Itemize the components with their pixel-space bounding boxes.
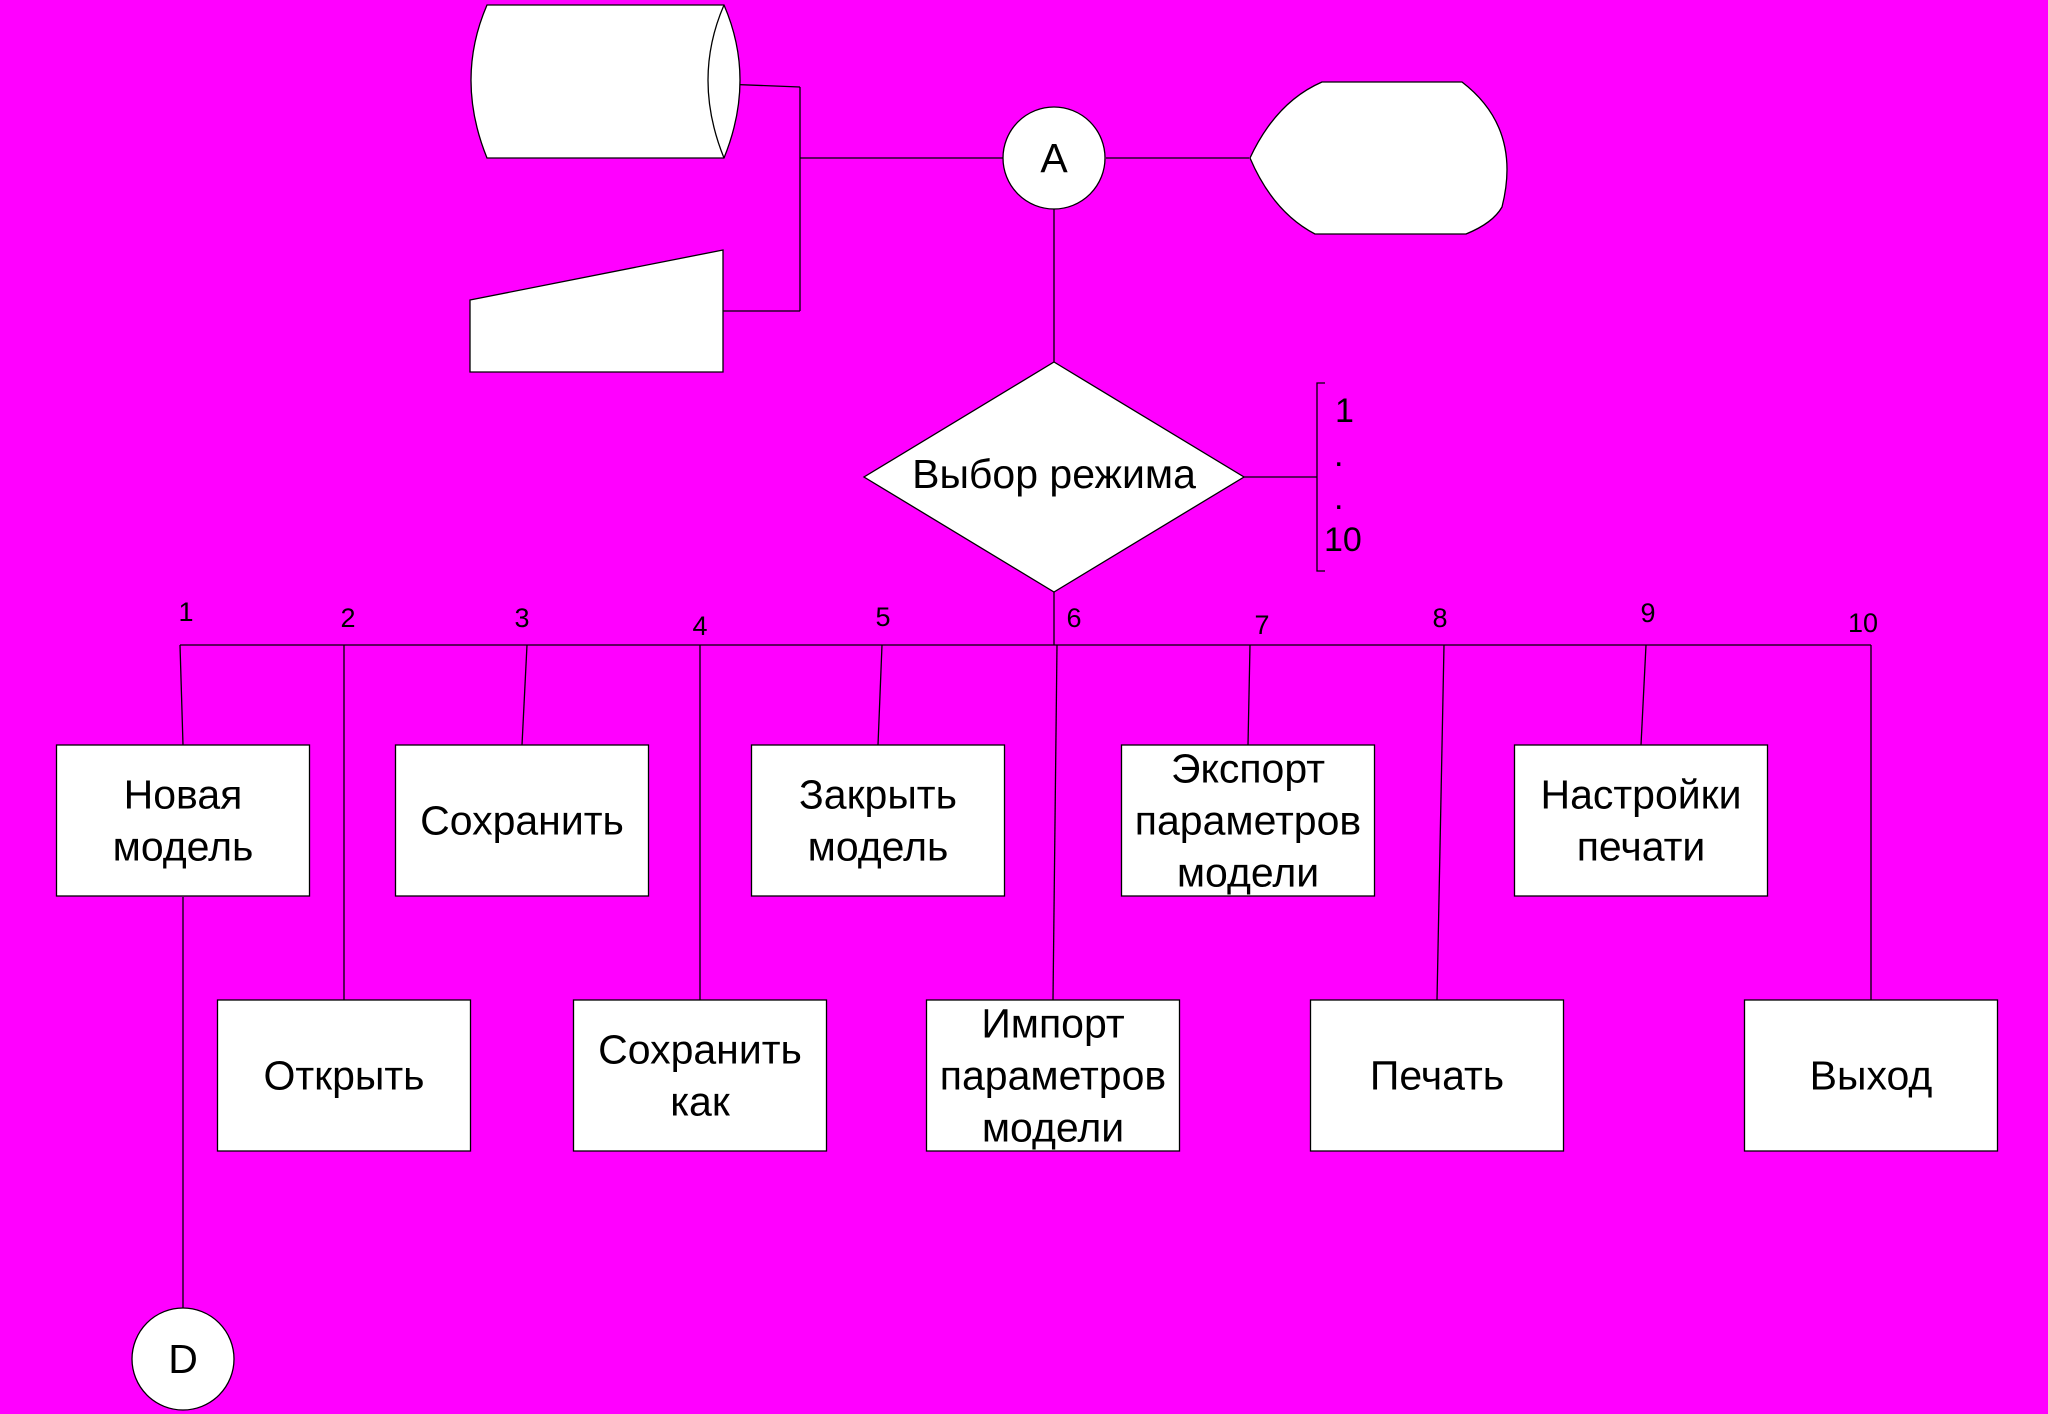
decision-label: Выбор режима [912,451,1196,497]
branch-connector-line [1247,644,1251,746]
connector-d: D [131,1307,235,1411]
range-dot-2: . [1334,479,1343,517]
stored-data-cylinder-shape [470,4,741,159]
range-dot-1: . [1334,436,1343,474]
connector-a-circle [1002,106,1106,210]
process-label-line: Сохранить [420,798,624,844]
process-label-line: Печать [1370,1053,1504,1099]
branch-number: 5 [875,602,890,632]
branch-connector-line [877,644,883,746]
process-box [1309,999,1565,1152]
process-label-line: как [670,1079,731,1125]
manual-input-shape [469,249,724,373]
branch-connector-line [1052,644,1058,1001]
branch-number: 1 [178,597,193,627]
process-label-line: модели [982,1105,1124,1151]
process-label-line: Выход [1810,1053,1933,1099]
connector-a-label: A [1040,135,1068,181]
branch-number: 3 [514,603,529,633]
process-box [394,744,650,897]
branch-number: 8 [1432,603,1447,633]
range-bracket [1316,382,1325,572]
branch-connector-line [521,644,528,746]
branch-number: 4 [692,611,707,641]
branch-number: 2 [340,603,355,633]
process-label-line: модель [808,824,949,870]
branch-connector-line [1436,644,1445,1001]
branch-connector-line [1640,644,1647,746]
branch-number: 6 [1066,603,1081,633]
connector-d-circle [131,1307,235,1411]
branch-number: 10 [1848,608,1878,638]
process-box [1743,999,1999,1152]
process-box [216,999,472,1152]
connector-a: A [1002,106,1106,210]
branch-number: 9 [1640,598,1655,628]
process-box [1513,744,1769,897]
process-label-line: параметров [940,1053,1166,1099]
range-first: 1 [1335,392,1354,430]
process-box [925,999,1181,1152]
branch-group: 1Новаямодель2Открыть3Сохранить4Сохранить… [55,597,1999,1152]
process-label-line: модель [113,824,254,870]
process-label-line: Экспорт [1171,746,1325,792]
branch-connector-line [179,644,184,746]
process-label-line: Открыть [263,1053,424,1099]
display-shape [1249,81,1508,235]
process-label-line: Сохранить [598,1027,802,1073]
process-label-line: Новая [124,772,243,818]
process-label-line: Закрыть [799,772,957,818]
process-label-line: модели [1177,850,1319,896]
process-box [572,999,828,1152]
process-box [1120,744,1376,897]
process-label-line: параметров [1135,798,1361,844]
connector-d-label: D [168,1336,198,1382]
branch-number: 7 [1254,610,1269,640]
top-wiring [722,83,1249,362]
process-label-line: Настройки [1540,772,1741,818]
process-box [750,744,1006,897]
process-label-line: Импорт [981,1001,1125,1047]
process-box [55,744,311,897]
mode-decision: Выбор режима 1 . . 10 [862,361,1362,593]
cylinder-inner-edge [707,4,725,159]
range-last: 10 [1324,521,1362,559]
process-label-line: печати [1577,824,1706,870]
